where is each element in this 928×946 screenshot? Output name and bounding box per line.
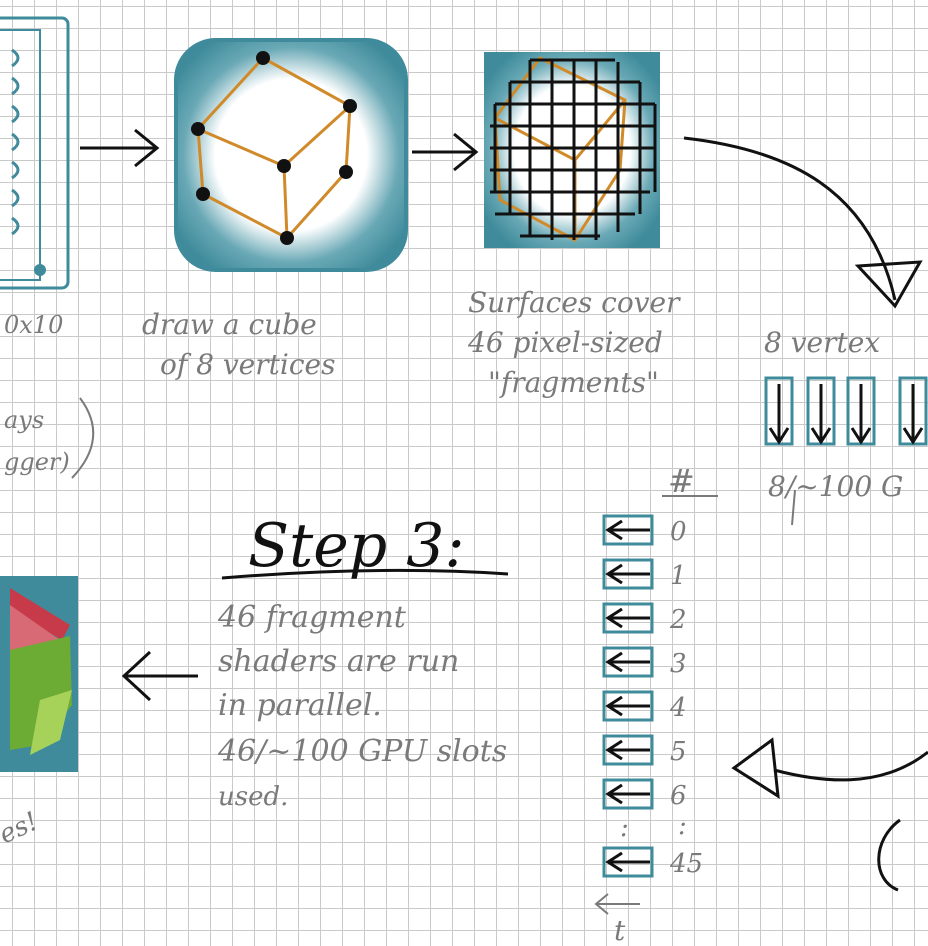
right-paren-stroke [877, 818, 901, 892]
slots-header: # [668, 462, 695, 500]
fragment-slot-box [602, 734, 654, 766]
step3-body-line2: shaders are run [218, 644, 459, 679]
cube-caption-line2: of 8 vertices [160, 348, 335, 381]
fragment-slot-box [602, 558, 654, 590]
left-paren-stroke [71, 397, 95, 479]
left-paren-line1: ays [4, 406, 44, 434]
arrow-to-step3 [731, 737, 928, 799]
fragments-caption-line3: "fragments" [488, 366, 659, 399]
fragment-slot-number: 0 [670, 517, 687, 547]
step3-body-line4: 46/~100 GPU slots [217, 734, 507, 769]
slots-ellipsis-left: : [620, 813, 629, 843]
cube-vertices [191, 51, 357, 245]
fragment-slot-box [602, 778, 654, 810]
step3-underline [221, 569, 509, 580]
fragments-panel [484, 52, 660, 248]
vertex-slot-column [764, 376, 928, 446]
fragment-slot-arrow [605, 851, 650, 873]
fragment-slot-boxes [602, 514, 654, 878]
step3-body-line5: used. [218, 782, 288, 812]
fragment-slot-box [602, 602, 654, 634]
time-label: t [614, 914, 626, 946]
fragment-slot-number: 5 [670, 737, 687, 767]
fragment-grid [490, 58, 657, 240]
left-caption-fragment: 0x10 [4, 311, 63, 339]
fragment-slot-box [602, 690, 654, 722]
vertex-slots-label: 8/~100 G [768, 470, 903, 503]
fragments-caption-line1: Surfaces cover [468, 286, 681, 319]
arrow-to-cube [80, 128, 160, 168]
fragment-slot-arrow [605, 651, 650, 673]
pencil-mark [791, 489, 796, 526]
cube-caption-line1: draw a cube [142, 308, 317, 341]
fragment-slot-arrow [605, 519, 650, 541]
fragment-slot-number: 3 [670, 649, 687, 679]
fragments-caption-line2: 46 pixel-sized [467, 326, 663, 359]
left-vertex-list-panel [0, 16, 70, 290]
fragment-slot-arrow [605, 607, 650, 629]
final-image-panel [0, 576, 78, 772]
vertex-label: 8 vertex [764, 326, 880, 359]
time-arrow [594, 893, 640, 915]
bottom-left-fragment: es! [0, 806, 43, 850]
left-paren-line2: gger) [4, 448, 70, 476]
arrow-to-final-image [121, 650, 198, 702]
fragment-slot-number: 45 [669, 849, 703, 879]
fragment-slot-number: 1 [670, 561, 687, 591]
slots-ellipsis-right: : [678, 811, 687, 841]
fragment-slot-number: 6 [670, 781, 687, 811]
step3-body-line1: 46 fragment [217, 600, 407, 635]
fragment-slot-arrow [605, 783, 650, 805]
fragment-slot-box [602, 514, 654, 546]
arrow-to-vertex-shaders [683, 136, 923, 309]
fragment-slot-arrow [605, 563, 650, 585]
step3-body-line3: in parallel. [218, 688, 382, 723]
fragment-slot-number: 2 [669, 605, 687, 635]
cube-panel [174, 38, 408, 272]
fragment-slot-arrow [605, 739, 650, 761]
fragment-slot-arrow [605, 695, 650, 717]
fragment-slot-number: 4 [669, 693, 687, 723]
arrow-to-fragments [412, 132, 479, 172]
fragment-slot-box [602, 846, 654, 878]
fragment-slot-box [602, 646, 654, 678]
